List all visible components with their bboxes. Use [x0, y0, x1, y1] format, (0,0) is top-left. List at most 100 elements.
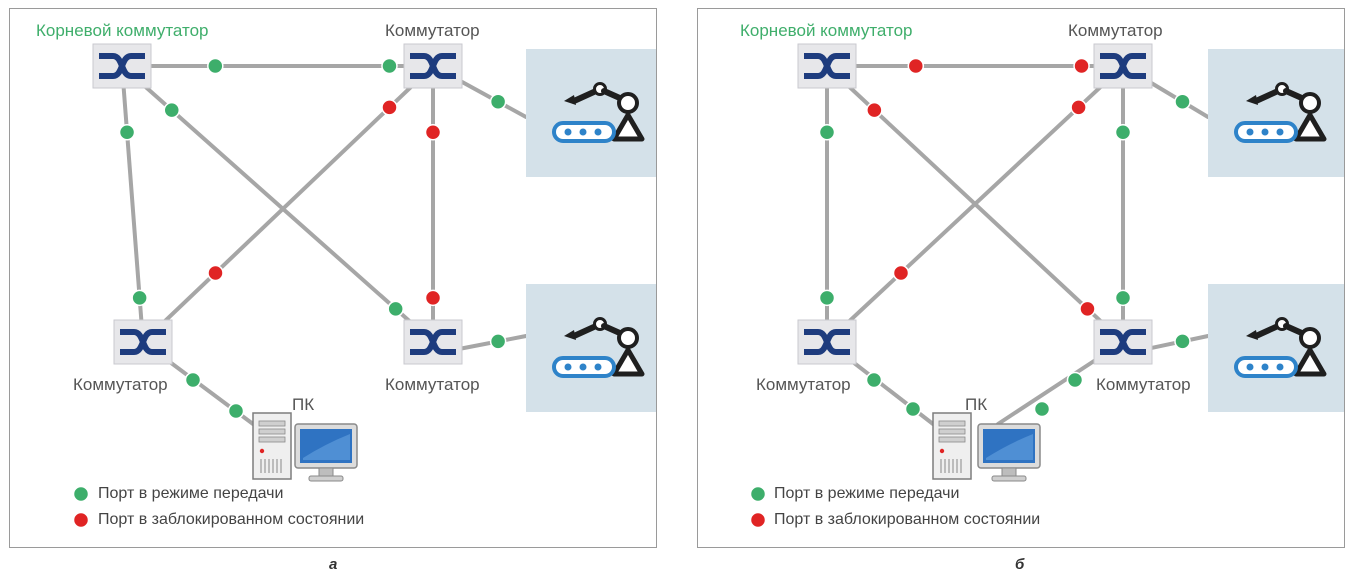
- switch-arrow-path: [410, 53, 456, 79]
- conveyor-roller: [1276, 128, 1284, 136]
- conveyor-roller: [1246, 128, 1254, 136]
- port-diag-tr-to-bl-bottom: [892, 264, 910, 282]
- port-left-link-bottom: [131, 289, 148, 307]
- monitor-screen-highlight: [303, 434, 350, 460]
- legend-blocked-dot: [749, 511, 767, 529]
- diagram-panel-a: Корневой коммутатор Коммутатор Коммутато…: [9, 8, 657, 548]
- monitor-neck: [1001, 467, 1017, 477]
- legend-forwarding-dot: [72, 485, 90, 503]
- links-layer: [120, 64, 528, 426]
- switch-bottom-left-label: Коммутатор: [73, 375, 168, 394]
- server-led: [259, 448, 265, 454]
- conveyor-roller: [1276, 363, 1284, 371]
- device-area: [526, 49, 656, 177]
- switch-top-right-label: Коммутатор: [385, 21, 480, 40]
- root-switch-label: Корневой коммутатор: [740, 21, 913, 40]
- port-br-to-robot: [1174, 333, 1191, 350]
- switch-arrow-path: [410, 329, 456, 355]
- network-diagram: [749, 43, 1344, 529]
- legend-forwarding-label: Порт в режиме передачи: [774, 485, 960, 502]
- server-bay: [938, 420, 966, 427]
- port-tr-to-robot: [489, 93, 507, 110]
- device-area: [1208, 284, 1344, 412]
- port-left-link-bottom: [818, 289, 836, 307]
- switch-bottom-left-icon: [797, 319, 857, 365]
- port-bl-to-pc-a: [184, 371, 202, 389]
- port-br-to-pc-a: [1066, 371, 1084, 389]
- switch-bottom-right-label: Коммутатор: [1096, 375, 1191, 394]
- port-right-link-top: [424, 123, 442, 141]
- port-top-link-left: [907, 57, 925, 75]
- port-diag-root-to-br-bottom: [1079, 300, 1096, 318]
- caption-a: а: [329, 556, 338, 573]
- port-diag-tr-to-bl-bottom: [207, 264, 224, 282]
- port-left-link-top: [118, 123, 136, 141]
- port-bl-to-pc-b: [227, 402, 245, 420]
- monitor-stand: [308, 475, 344, 482]
- port-right-link-bottom: [1114, 289, 1132, 307]
- robot-joint: [617, 327, 639, 349]
- pc-monitor-icon: [294, 423, 358, 482]
- device-area: [526, 284, 656, 412]
- port-right-link-top: [1114, 123, 1132, 141]
- ports-layer: [118, 57, 507, 420]
- links-layer: [825, 64, 1210, 426]
- conveyor-roller: [1261, 363, 1269, 371]
- server-led: [939, 448, 945, 454]
- monitor-screen-highlight: [986, 434, 1033, 460]
- switch-bottom-right-label: Коммутатор: [385, 375, 480, 394]
- server-bay: [258, 428, 286, 435]
- switch-arrow-path: [1100, 329, 1146, 355]
- robot-arm-segment: [1253, 88, 1281, 104]
- robot-arm-segment: [571, 88, 599, 104]
- conveyor-roller: [564, 363, 572, 371]
- robot-device-top: [526, 49, 656, 177]
- legend-blocked-label: Порт в заблокированном состоянии: [774, 511, 1041, 528]
- robot-base: [611, 112, 645, 142]
- robot-arm-segment: [571, 323, 599, 339]
- robot-arm-segment: [1253, 323, 1281, 339]
- port-diag-tr-to-bl-top: [381, 99, 398, 116]
- switch-bottom-right-icon: [403, 319, 463, 365]
- port-br-to-robot: [489, 333, 507, 350]
- switch-bottom-left-icon: [113, 319, 173, 365]
- port-br-to-pc-b: [1033, 400, 1051, 418]
- robot-base: [1293, 347, 1327, 377]
- port-top-link-left: [207, 57, 224, 75]
- port-bl-to-pc-a: [865, 371, 883, 389]
- network-diagram: [72, 43, 656, 529]
- monitor-stand: [991, 475, 1027, 482]
- root-switch-label: Корневой коммутатор: [36, 21, 209, 40]
- robot-device-bottom: [1208, 284, 1344, 412]
- port-bl-to-pc-b: [904, 400, 922, 418]
- robot-joint: [617, 92, 639, 114]
- root-switch-icon: [92, 43, 152, 89]
- robot-base: [1293, 112, 1327, 142]
- switch-arrow-path: [804, 53, 850, 79]
- conveyor-roller: [594, 128, 602, 136]
- device-area: [1208, 49, 1344, 177]
- pc-server-icon: [252, 412, 292, 480]
- switch-top-right-icon: [403, 43, 463, 89]
- monitor-neck: [318, 467, 334, 477]
- switch-arrow-path: [1100, 53, 1146, 79]
- robot-joint: [1299, 327, 1321, 349]
- robot-joint: [1299, 92, 1321, 114]
- legend-forwarding-label: Порт в режиме передачи: [98, 485, 284, 502]
- switch-arrow-path: [120, 329, 166, 355]
- server-bay: [938, 436, 966, 443]
- caption-b: б: [1015, 556, 1025, 573]
- conveyor-roller: [1246, 363, 1254, 371]
- conveyor-roller: [1261, 128, 1269, 136]
- legend-forwarding-dot: [749, 485, 767, 503]
- port-diag-root-to-br-top: [163, 101, 181, 119]
- switch-arrow-path: [804, 329, 850, 355]
- pc-server-icon: [932, 412, 972, 480]
- port-diag-tr-to-bl-top: [1070, 99, 1087, 116]
- robot-device-top: [1208, 49, 1344, 177]
- port-top-link-right: [1073, 57, 1090, 75]
- pc-monitor-icon: [977, 423, 1041, 482]
- server-bay: [258, 420, 286, 427]
- server-bay: [258, 436, 286, 443]
- port-tr-to-robot: [1174, 93, 1191, 110]
